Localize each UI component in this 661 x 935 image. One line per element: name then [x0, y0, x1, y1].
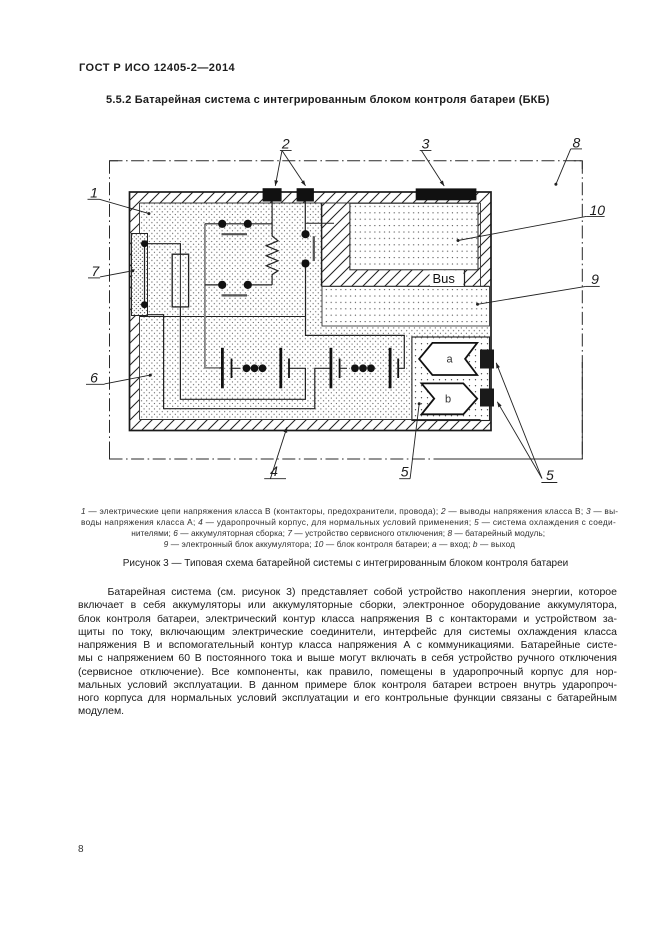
svg-text:5: 5	[546, 467, 554, 483]
svg-text:2: 2	[281, 135, 290, 151]
svg-text:8: 8	[573, 135, 581, 151]
svg-text:a: a	[446, 354, 453, 366]
svg-text:3: 3	[422, 135, 430, 151]
svg-text:1: 1	[90, 185, 98, 201]
svg-text:9: 9	[591, 271, 599, 287]
svg-text:b: b	[445, 394, 451, 406]
svg-text:6: 6	[90, 370, 98, 386]
svg-text:5: 5	[401, 464, 409, 480]
svg-text:4: 4	[270, 463, 278, 479]
svg-text:7: 7	[91, 263, 100, 279]
svg-text:Bus: Bus	[433, 271, 456, 286]
svg-text:10: 10	[590, 202, 606, 218]
